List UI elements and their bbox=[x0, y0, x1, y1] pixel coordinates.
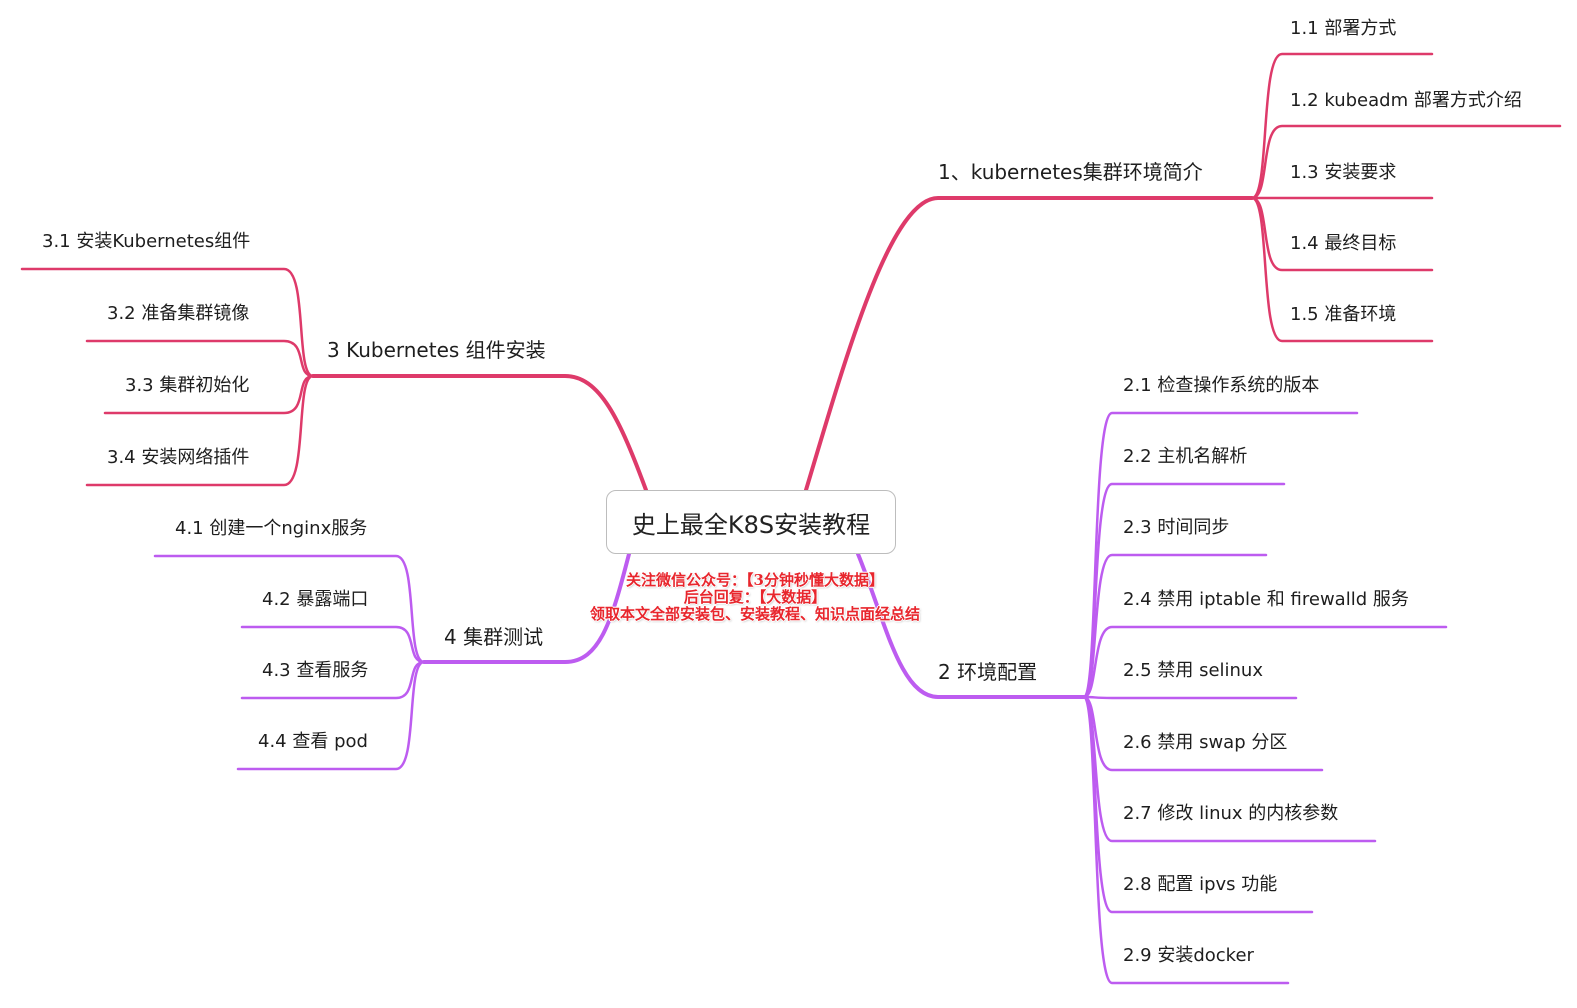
topic-2-5-connector bbox=[1082, 695, 1298, 700]
notice-line-3: 领取本文全部安装包、安装教程、知识点面经总结 bbox=[589, 605, 920, 623]
branch-4-connector bbox=[422, 552, 631, 664]
topic-2-5[interactable]: 2.5 禁用 selinux bbox=[1123, 660, 1263, 681]
topic-4-4-connector bbox=[236, 660, 426, 771]
branch-3-label[interactable]: 3 Kubernetes 组件安装 bbox=[327, 338, 546, 362]
topic-2-9-connector bbox=[1082, 695, 1290, 985]
branch-1-label[interactable]: 1、kubernetes集群环境简介 bbox=[938, 160, 1203, 184]
topic-2-1[interactable]: 2.1 检查操作系统的版本 bbox=[1123, 375, 1320, 396]
branch-2-label[interactable]: 2 环境配置 bbox=[938, 660, 1038, 684]
branch-2-connector bbox=[856, 552, 1086, 699]
branch-3-connector bbox=[311, 374, 648, 492]
topic-1-2[interactable]: 1.2 kubeadm 部署方式介绍 bbox=[1290, 90, 1522, 111]
topic-1-5[interactable]: 1.5 准备环境 bbox=[1290, 304, 1397, 325]
topic-1-4[interactable]: 1.4 最终目标 bbox=[1290, 233, 1397, 254]
topic-1-3[interactable]: 1.3 安装要求 bbox=[1290, 162, 1397, 183]
notice-line-2: 后台回复：【大数据】 bbox=[683, 588, 827, 606]
topic-1-1[interactable]: 1.1 部署方式 bbox=[1290, 18, 1397, 39]
topic-4-3-connector bbox=[240, 660, 426, 700]
topic-2-2[interactable]: 2.2 主机名解析 bbox=[1123, 446, 1248, 467]
topic-2-7[interactable]: 2.7 修改 linux 的内核参数 bbox=[1123, 803, 1339, 824]
topic-1-1-connector bbox=[1250, 52, 1434, 200]
topic-3-2[interactable]: 3.2 准备集群镜像 bbox=[107, 303, 250, 324]
topic-2-9[interactable]: 2.9 安装docker bbox=[1123, 945, 1254, 966]
topic-4-2-connector bbox=[240, 625, 426, 664]
topic-2-3-connector bbox=[1082, 553, 1268, 699]
topic-2-4[interactable]: 2.4 禁用 iptable 和 firewalld 服务 bbox=[1123, 589, 1409, 610]
topic-4-2[interactable]: 4.2 暴露端口 bbox=[262, 589, 369, 610]
topic-3-3-connector bbox=[103, 374, 315, 415]
topic-2-6[interactable]: 2.6 禁用 swap 分区 bbox=[1123, 732, 1288, 753]
branch-1-connector bbox=[804, 196, 1254, 492]
topic-1-2-connector bbox=[1250, 124, 1562, 200]
notice-line-1: 关注微信公众号：【3分钟秒懂大数据】 bbox=[626, 571, 884, 589]
topic-3-2-connector bbox=[85, 339, 315, 378]
branch-4-label[interactable]: 4 集群测试 bbox=[444, 625, 544, 649]
topic-4-3[interactable]: 4.3 查看服务 bbox=[262, 660, 369, 681]
topic-3-3[interactable]: 3.3 集群初始化 bbox=[125, 375, 250, 396]
root-node[interactable]: 史上最全K8S安装教程 bbox=[606, 490, 896, 554]
topic-2-4-connector bbox=[1082, 625, 1448, 699]
topic-2-3[interactable]: 2.3 时间同步 bbox=[1123, 517, 1230, 538]
topic-1-5-connector bbox=[1250, 196, 1434, 343]
topic-3-4-connector bbox=[85, 374, 315, 487]
topic-3-1-connector bbox=[20, 267, 315, 378]
topic-4-1[interactable]: 4.1 创建一个nginx服务 bbox=[175, 518, 368, 539]
topic-4-1-connector bbox=[153, 554, 426, 664]
root-title: 史上最全K8S安装教程 bbox=[631, 510, 871, 539]
topic-4-4[interactable]: 4.4 查看 pod bbox=[258, 731, 368, 752]
topic-3-4[interactable]: 3.4 安装网络插件 bbox=[107, 447, 250, 468]
topic-3-1[interactable]: 3.1 安装Kubernetes组件 bbox=[42, 231, 251, 252]
topic-2-8[interactable]: 2.8 配置 ipvs 功能 bbox=[1123, 874, 1278, 895]
